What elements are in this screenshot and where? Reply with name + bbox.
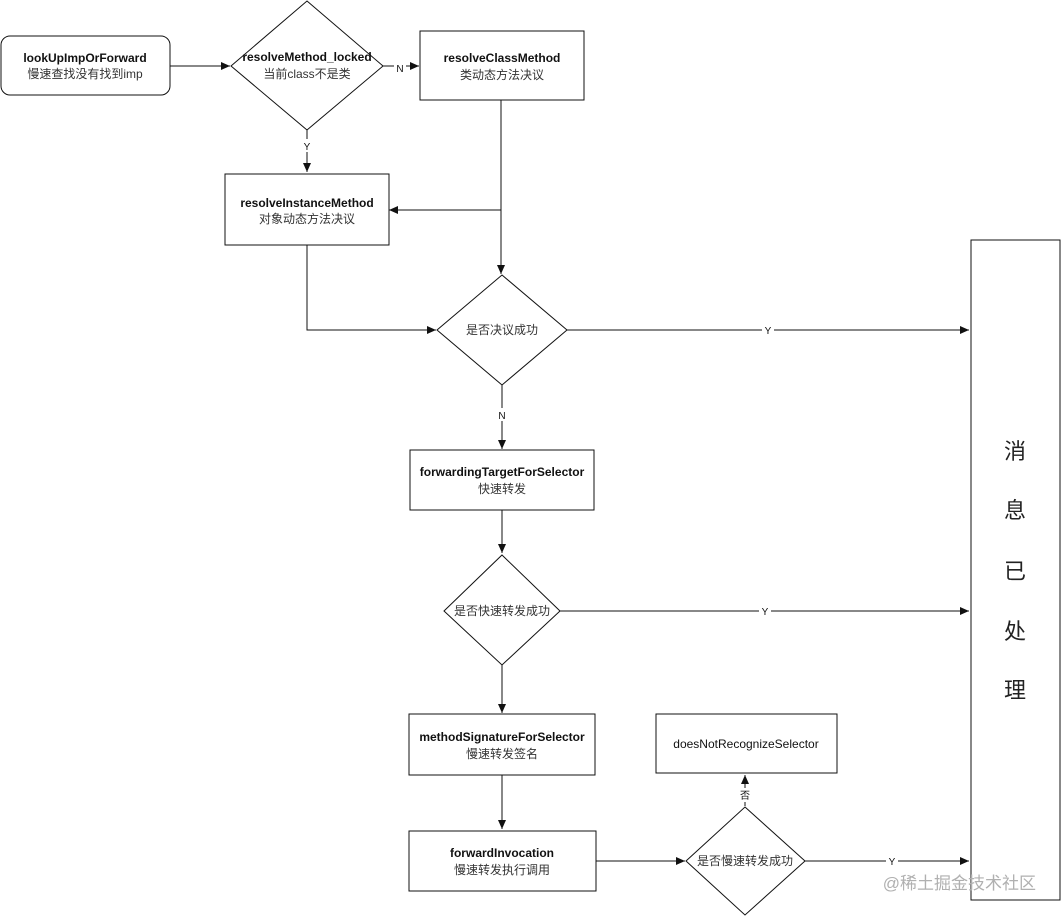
node-resolve-locked-title: resolveMethod_locked [242, 50, 371, 64]
node-not-recognize: doesNotRecognizeSelector [655, 713, 838, 774]
node-handled-char-3: 已 [1004, 559, 1026, 584]
edge-instance-to-resolved [306, 245, 436, 334]
node-resolve-instance-subtitle: 对象动态方法决议 [259, 211, 355, 226]
node-resolve-locked-subtitle: 当前class不是类 [263, 66, 350, 81]
node-handled-char-5: 理 [1004, 678, 1026, 703]
edge-label-resolved-yes: Y [765, 326, 772, 337]
node-handled: 消 息 已 处 理 [970, 239, 1061, 901]
node-forward-invocation-subtitle: 慢速转发执行调用 [454, 862, 550, 877]
node-lookup-subtitle: 慢速查找没有找到imp [27, 66, 143, 81]
node-decision-resolved: 是否决议成功 [436, 274, 568, 386]
edge-label-slow-no: 否 [740, 790, 750, 802]
node-resolve-class-subtitle: 类动态方法决议 [460, 67, 544, 82]
node-forwarding-target: forwardingTargetForSelector 快速转发 [409, 449, 595, 511]
node-lookup-title: lookUpImpOrForward [23, 51, 146, 65]
node-resolve-class-title: resolveClassMethod [444, 51, 561, 65]
node-forwarding-target-subtitle: 快速转发 [478, 481, 526, 496]
node-decision-resolved-label: 是否决议成功 [466, 323, 538, 337]
node-handled-char-1: 消 [1004, 439, 1026, 464]
edge-label-resolved-no: N [498, 411, 505, 422]
node-method-signature-subtitle: 慢速转发签名 [466, 746, 538, 761]
node-method-signature: methodSignatureForSelector 慢速转发签名 [408, 713, 596, 776]
node-decision-slow: 是否慢速转发成功 [685, 806, 806, 916]
edge-label-locked-no: N [396, 64, 403, 75]
node-forward-invocation-title: forwardInvocation [450, 846, 554, 860]
node-decision-fast-label: 是否快速转发成功 [454, 603, 550, 618]
edge-label-slow-yes: Y [889, 857, 896, 868]
edge-label-fast-yes: Y [762, 607, 769, 618]
node-resolve-instance-title: resolveInstanceMethod [240, 196, 373, 210]
node-resolve-locked: resolveMethod_locked 当前class不是类 [230, 0, 384, 131]
watermark: @稀土掘金技术社区 [883, 874, 1036, 893]
node-forward-invocation: forwardInvocation 慢速转发执行调用 [408, 830, 597, 892]
edge-labels: N Y Y N Y Y 否 [301, 61, 898, 868]
node-decision-fast: 是否快速转发成功 [443, 554, 561, 666]
edge-class-to-instance [389, 100, 502, 214]
edge-label-locked-yes: Y [304, 142, 311, 153]
node-decision-slow-label: 是否慢速转发成功 [697, 853, 793, 868]
node-forwarding-target-title: forwardingTargetForSelector [420, 465, 585, 479]
node-resolve-instance: resolveInstanceMethod 对象动态方法决议 [224, 173, 390, 246]
node-handled-char-2: 息 [1004, 498, 1026, 523]
node-lookup: lookUpImpOrForward 慢速查找没有找到imp [0, 35, 171, 96]
node-handled-char-4: 处 [1004, 619, 1026, 644]
node-resolve-class: resolveClassMethod 类动态方法决议 [419, 30, 585, 101]
node-not-recognize-title: doesNotRecognizeSelector [673, 737, 818, 751]
node-method-signature-title: methodSignatureForSelector [419, 730, 585, 744]
